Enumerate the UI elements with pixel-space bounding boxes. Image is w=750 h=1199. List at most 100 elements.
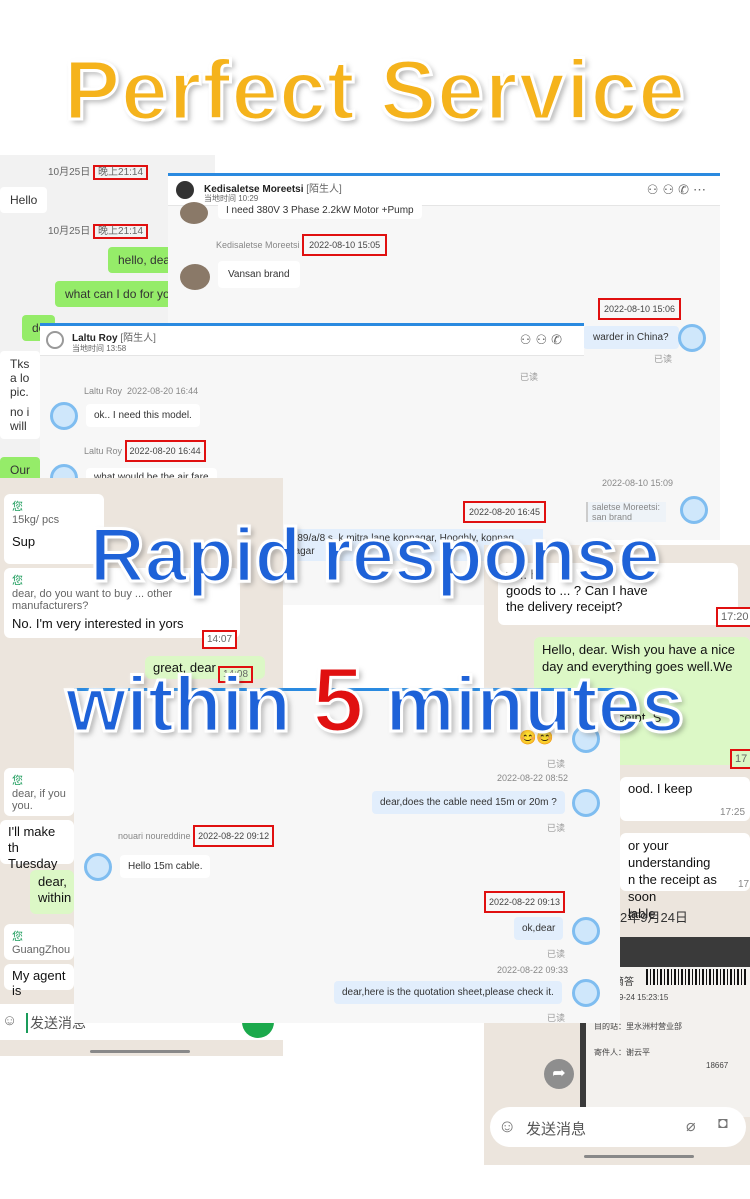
message-bubble: no i will: [0, 399, 40, 439]
message-bubble: ood. I keep: [620, 777, 750, 821]
contact-name: Kedisaletse Moreetsi [陌生人]: [204, 184, 342, 195]
sender-line: Laltu Roy 2022-08-20 16:44: [84, 386, 199, 396]
five-number: 5: [311, 648, 365, 753]
avatar: [680, 496, 708, 524]
receipt-line: 目的站：里水洲村营业部: [594, 1022, 682, 1031]
date-chip: 2年9月24日: [620, 910, 688, 925]
emoji-icon[interactable]: ☺: [498, 1116, 517, 1136]
receipt-date: 2022-09-24 15:23:15: [594, 993, 669, 1002]
message-bubble: Hello: [0, 187, 48, 213]
avatar: [176, 181, 194, 199]
camera-icon[interactable]: ◘: [718, 1115, 728, 1132]
receipt-image[interactable]: 壹米滴答 2022-09-24 15:23:15 仓库 目的站：里水洲村营业部 …: [580, 937, 750, 1117]
local-time: 当地时间 10:29: [204, 194, 259, 203]
message-bubble: ok,dear: [514, 917, 564, 940]
emoji-icon[interactable]: ☺: [2, 1012, 18, 1029]
more-icon: ⋯: [693, 182, 710, 197]
message-input[interactable]: 发送消息: [526, 1121, 587, 1138]
chat-header: Laltu Roy [陌生人] 当地时间 13:58 ⚇⚇✆: [40, 326, 584, 356]
avatar: [46, 331, 64, 349]
headline-rapid-response: Rapid response: [88, 512, 661, 600]
timestamp: 14:08: [218, 666, 254, 683]
headline-within-5-minutes: within 5 minutes: [0, 648, 750, 753]
timestamp: 17:20: [716, 607, 750, 627]
avatar: [180, 202, 208, 224]
message-bubble: dear,does the cable need 15m or 20m ?: [372, 791, 565, 814]
avatar: [50, 402, 78, 430]
avatar: [572, 725, 600, 753]
timestamp: 17: [730, 749, 750, 769]
message-input[interactable]: 发送消息: [26, 1013, 86, 1033]
read-status: 已读: [547, 759, 566, 769]
timestamp: 2022-08-22 09:33: [497, 965, 569, 975]
header-actions[interactable]: ⚇⚇✆: [520, 332, 566, 348]
sender-line: Laltu Roy 2022-08-20 16:44: [84, 440, 206, 462]
avatar: [84, 853, 112, 881]
avatar: [572, 789, 600, 817]
headline-perfect-service: Perfect Service: [62, 42, 687, 139]
receipt-line: 18667: [706, 1061, 729, 1070]
message-bubble: Hello 15m cable.: [120, 855, 211, 878]
read-status: 已读: [547, 823, 566, 833]
read-status: 已读: [654, 354, 673, 364]
avatar: [572, 917, 600, 945]
local-time: 当地时间 13:58: [72, 344, 127, 353]
message-input-bar[interactable]: ☺ 发送消息 ⌀ ◘: [490, 1107, 746, 1147]
quoted-message: saletse Moreetsi:san brand: [586, 502, 666, 522]
avatar: [180, 264, 210, 290]
contact-name: Laltu Roy [陌生人]: [72, 333, 156, 344]
timestamp: 17: [738, 879, 750, 890]
avatar: [678, 324, 706, 352]
home-indicator: [584, 1155, 694, 1158]
sender-line: Kedisaletse Moreetsi 2022-08-10 15:05: [216, 234, 388, 256]
receipt-paper: 壹米滴答 2022-09-24 15:23:15 仓库 目的站：里水洲村营业部 …: [586, 967, 750, 1117]
chat-header: Kedisaletse Moreetsi [陌生人] 当地时间 10:29 ⚇⚇…: [168, 176, 720, 206]
barcode: [646, 969, 746, 985]
phone-icon: ✆: [678, 182, 693, 197]
user-icon: ⚇: [646, 182, 663, 197]
minutes-word: minutes: [384, 659, 686, 750]
sender-line: nouari noureddine 2022-08-22 09:12: [118, 825, 275, 847]
home-indicator: [90, 1050, 190, 1053]
message-bubble: ok.. I need this model.: [86, 404, 200, 427]
message-bubble: what can I do for you: [55, 281, 187, 307]
timestamp: 17:25: [720, 807, 746, 818]
message-bubble: I need 380V 3 Phase 2.2kW Motor +Pump: [218, 202, 422, 219]
read-status: 已读: [547, 949, 566, 959]
kedi-chat-continuation: 2022-08-10 15:09 saletse Moreetsi:san br…: [584, 470, 720, 540]
avatar: [572, 979, 600, 1007]
message-bubble: warder in China?: [583, 326, 679, 349]
attach-icon[interactable]: ⌀: [686, 1118, 696, 1135]
timestamp: 2022-08-10 15:09: [602, 478, 674, 488]
receipt-line: 寄件人：谢云平: [594, 1048, 650, 1057]
timestamp: 2022-08-22 09:13: [484, 891, 566, 913]
timestamp: 2022-08-22 08:52: [497, 773, 569, 783]
read-status: 已读: [547, 1013, 566, 1023]
add-user-icon: ⚇: [535, 332, 552, 347]
phone-icon: ✆: [551, 332, 566, 347]
emoji: 😊😊: [519, 729, 554, 745]
add-user-icon: ⚇: [662, 182, 679, 197]
message-bubble: dear,here is the quotation sheet,please …: [334, 981, 562, 1004]
timestamp: 2022-08-10 15:06: [598, 298, 682, 320]
read-status: 已读: [520, 372, 539, 382]
date-stamp: 10月25日 晚上21:14: [48, 222, 149, 239]
message-bubble: My agent is: [4, 964, 74, 998]
date-stamp: 10月25日 晚上21:14: [48, 163, 149, 180]
share-icon[interactable]: ➦: [544, 1059, 574, 1089]
timestamp: 14:07: [202, 630, 238, 649]
header-actions[interactable]: ⚇⚇✆⋯: [647, 182, 710, 198]
message-bubble: dear,within: [30, 870, 74, 914]
timestamp: 2022-08-20 16:45: [463, 501, 547, 523]
user-icon: ⚇: [519, 332, 536, 347]
within-word: within: [64, 659, 292, 750]
nouari-chat-panel: 😊😊 已读 2022-08-22 08:52 dear,does the cab…: [74, 688, 620, 1023]
